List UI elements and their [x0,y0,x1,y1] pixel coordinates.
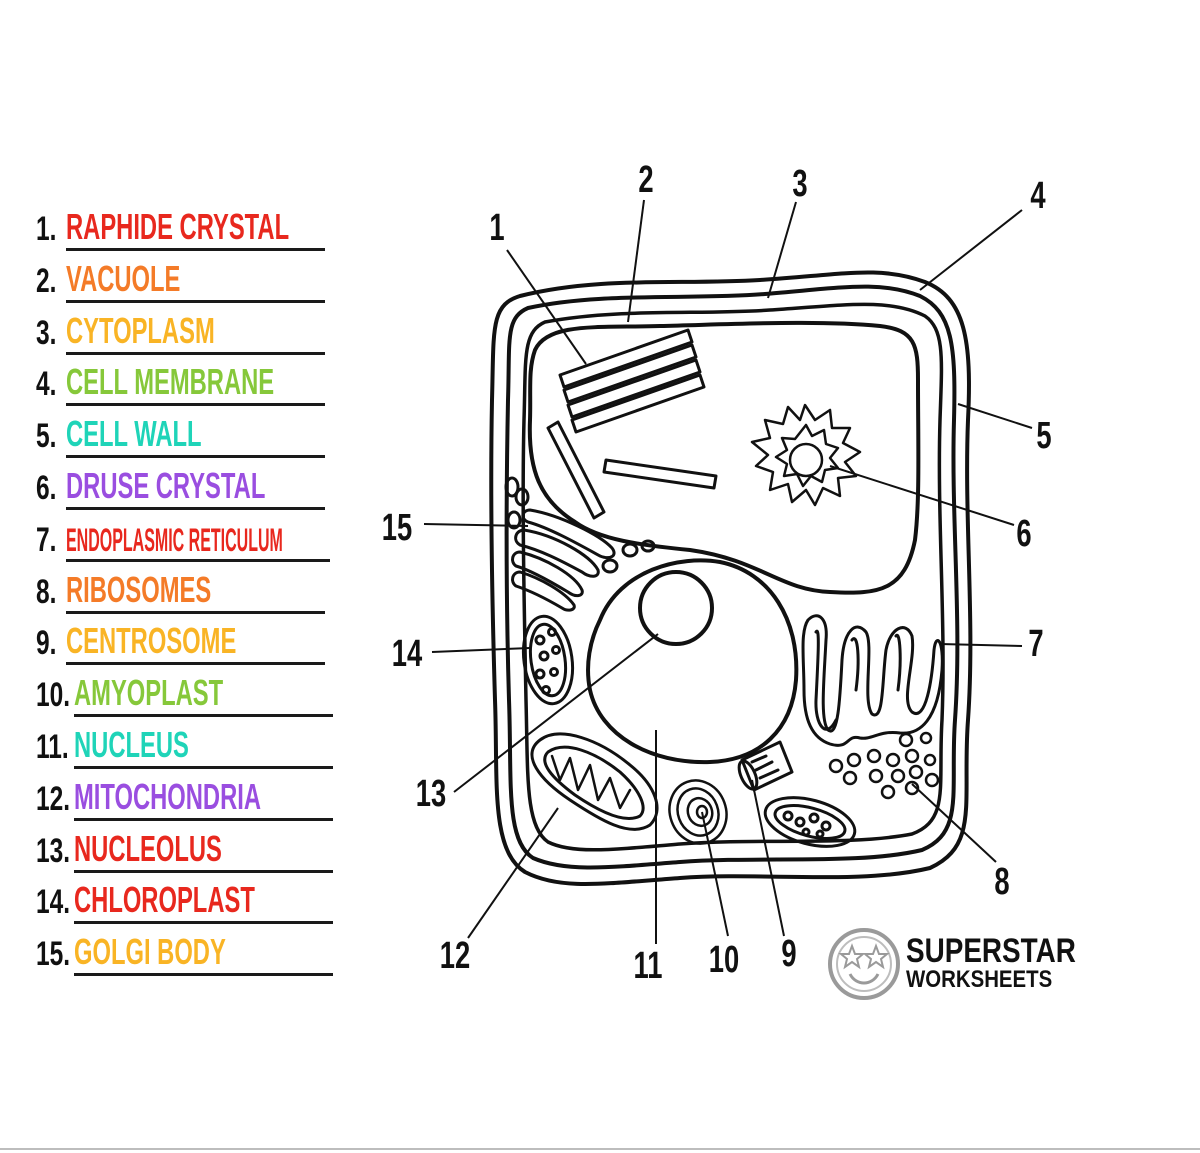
answer-text: CYTOPLASM [66,309,215,351]
callout-14: 14 [392,633,423,675]
answer-row: 1.RAPHIDE CRYSTAL [36,196,336,251]
answer-text: GOLGI BODY [74,931,226,973]
star-face-icon [828,928,900,1000]
plant-cell-diagram: 1 2 3 4 5 6 7 8 9 10 11 12 13 14 15 [382,159,1052,987]
raphide-crystal [546,328,718,520]
answer-number: 9. [36,624,57,663]
answer-text: RAPHIDE CRYSTAL [66,206,290,247]
answer-number: 5. [36,417,57,456]
answer-number: 7. [36,520,57,559]
answer-number: 11. [36,728,69,766]
answer-row: 10.AMYOPLAST [36,662,336,718]
answer-row: 14.CHLOROPLAST [36,869,336,925]
callout-4: 4 [1030,175,1046,217]
answer-number: 12. [36,779,71,818]
callout-9: 9 [781,933,796,975]
vacuole [527,320,921,595]
callout-5: 5 [1036,415,1051,457]
mitochondria [530,732,659,831]
callout-1: 1 [489,207,504,249]
answer-text: NUCLEUS [74,724,189,765]
cell-wall-inner [504,284,960,870]
ribosomes [828,731,940,800]
answer-number: 3. [36,313,57,352]
answer-blank[interactable]: NUCLEUS [74,725,333,769]
leader-lines [423,199,1033,944]
golgi-body [504,476,656,612]
answer-row: 3.CYTOPLASM [36,300,336,355]
answer-number: 6. [36,469,57,507]
callout-6: 6 [1016,513,1031,555]
cell-wall-outer [489,270,973,886]
answer-number: 10. [36,676,71,715]
nucleus [586,558,799,765]
answer-text: CELL WALL [66,413,202,455]
answer-text: CHLOROPLAST [74,879,255,921]
answer-text: DRUSE CRYSTAL [66,465,266,506]
answer-blank[interactable]: GOLGI BODY [74,931,333,977]
centrosome [737,740,794,792]
answer-row: 9.CENTROSOME [36,610,336,666]
answer-blank[interactable]: NUCLEOLUS [74,829,333,873]
answer-row: 12.MITOCHONDRIA [36,766,336,821]
answer-number: 2. [36,261,57,300]
answer-row: 8.RIBOSOMES [36,559,336,614]
answer-row: 6.DRUSE CRYSTAL [36,455,336,510]
answer-blank[interactable]: ENDOPLASMIC RETICULUM [66,518,330,562]
answer-row: 4.CELL MEMBRANE [36,351,336,407]
answer-text: MITOCHONDRIA [74,775,261,817]
answer-text: VACUOLE [66,257,181,299]
callout-7: 7 [1028,623,1043,665]
callout-15: 15 [382,507,412,549]
answer-blank[interactable]: CENTROSOME [66,620,325,666]
answer-number: 15. [36,935,71,974]
answer-blank[interactable]: DRUSE CRYSTAL [66,466,325,510]
answer-blank[interactable]: MITOCHONDRIA [74,777,333,821]
answer-blank[interactable]: RAPHIDE CRYSTAL [66,207,325,251]
answer-blank[interactable]: CHLOROPLAST [74,879,333,925]
answer-number: 1. [36,210,57,248]
answer-number: 8. [36,572,57,611]
answer-blank[interactable]: CELL MEMBRANE [66,361,325,407]
answer-row: 15.GOLGI BODY [36,921,336,977]
answer-text: NUCLEOLUS [74,827,222,869]
callout-11: 11 [634,945,663,987]
logo-line1: SUPERSTAR [906,932,1076,970]
callout-8: 8 [994,861,1009,903]
answer-text: CELL MEMBRANE [66,361,275,403]
callout-10: 10 [709,939,739,981]
answer-row: 5.CELL WALL [36,403,336,459]
cell-membrane [521,302,945,852]
answer-number: 4. [36,365,57,404]
superstar-worksheets-logo: SUPERSTAR WORKSHEETS [826,924,1096,1004]
druse-crystal [750,403,862,507]
endoplasmic-reticulum [801,614,944,747]
chloroplast-small [763,796,857,848]
answer-text: RIBOSOMES [66,568,212,610]
answer-row: 2.VACUOLE [36,248,336,303]
bottom-divider [0,1148,1200,1150]
answer-blank[interactable]: CYTOPLASM [66,311,325,355]
answer-row: 11.NUCLEUS [36,714,336,769]
callout-13: 13 [416,773,446,815]
answer-blank[interactable]: AMYOPLAST [74,672,333,718]
answer-blank[interactable]: CELL WALL [66,413,325,459]
answer-text: CENTROSOME [66,620,237,662]
answer-text: ENDOPLASMIC RETICULUM [66,521,283,558]
chloroplast [521,614,575,706]
callout-12: 12 [440,935,470,977]
callout-2: 2 [638,159,653,201]
answer-blank[interactable]: RIBOSOMES [66,570,325,614]
answer-number: 13. [36,831,71,870]
nucleolus [638,570,714,646]
answer-row: 7.ENDOPLASMIC RETICULUM [36,507,336,562]
answer-blank[interactable]: VACUOLE [66,259,325,303]
logo-line2: WORKSHEETS [906,966,1053,993]
callout-numbers: 1 2 3 4 5 6 7 8 9 10 11 12 13 14 15 [382,159,1052,987]
callout-3: 3 [792,163,807,205]
answer-row: 13.NUCLEOLUS [36,818,336,873]
amyoplast [668,779,728,845]
answer-text: AMYOPLAST [74,672,224,714]
answer-number: 14. [36,883,71,922]
